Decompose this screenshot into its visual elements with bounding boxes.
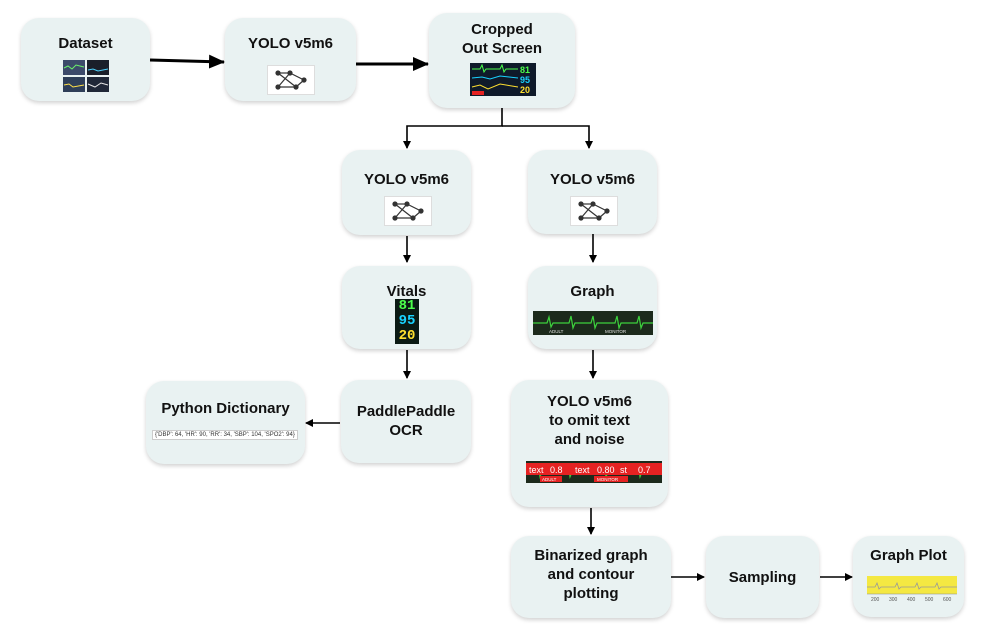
- ecg-graph-thumbnail: ADULT MONITOR: [533, 311, 653, 335]
- node-graph: Graph ADULT MONITOR: [528, 266, 657, 349]
- ecg-label-adult: ADULT: [549, 329, 564, 334]
- vital-value-spo2: 95: [398, 313, 416, 329]
- node-python-dictionary-label: Python Dictionary: [161, 400, 290, 417]
- graph-plot-thumbnail: 200 300 400 500 600: [867, 576, 957, 602]
- node-yolo-graph-detector: YOLO v5m6: [528, 150, 657, 234]
- node-graph-plot-label: Graph Plot: [870, 547, 947, 564]
- overlay-value-3: 0.7: [638, 465, 651, 475]
- node-graph-plot: Graph Plot 200 300 400 500 600: [853, 536, 964, 617]
- node-yolo-omit-label-1: YOLO v5m6: [546, 393, 633, 410]
- node-yolo-detector: YOLO v5m6: [225, 18, 356, 101]
- annotated-ecg-thumbnail: text 0.8 text 0.80 st 0.7 ADULT MONITOR: [526, 461, 662, 483]
- overlay-text-3: st: [620, 465, 628, 475]
- node-paddle-label-1: PaddlePaddle: [356, 403, 456, 420]
- node-binarized-graph: Binarized graph and contour plotting: [511, 536, 671, 618]
- neural-network-icon: [384, 196, 432, 226]
- vitals-readout: 81 95 20: [395, 299, 419, 344]
- overlay-label-monitor: MONITOR: [597, 477, 619, 482]
- overlay-text-1: text: [529, 465, 544, 475]
- neural-network-icon: [570, 196, 618, 226]
- node-yolo-vitals-label: YOLO v5m6: [363, 171, 450, 188]
- ecg-label-monitor: MONITOR: [605, 329, 627, 334]
- dataset-thumbnail: [63, 60, 109, 92]
- node-cropped-label-1: Cropped: [471, 21, 533, 38]
- node-yolo-omit-label-3: and noise: [554, 431, 625, 448]
- node-dataset: Dataset: [21, 18, 150, 101]
- node-yolo-omit-text: YOLO v5m6 to omit text and noise text 0.…: [511, 380, 668, 507]
- plot-tick-4: 600: [943, 597, 952, 602]
- node-yolo-vitals-detector: YOLO v5m6: [342, 150, 471, 235]
- node-graph-label: Graph: [570, 283, 615, 300]
- arrow-dataset-to-yolo: [149, 54, 225, 69]
- plot-tick-2: 400: [907, 597, 916, 602]
- svg-text:81: 81: [520, 65, 530, 75]
- plot-tick-1: 300: [889, 597, 898, 602]
- overlay-value-1: 0.8: [550, 465, 563, 475]
- svg-text:20: 20: [520, 85, 530, 95]
- dictionary-output: {'DBP': 64, 'HR': 90, 'RR': 34, 'SBP': 1…: [152, 430, 298, 440]
- plot-tick-3: 500: [925, 597, 934, 602]
- node-cropped-screen: Cropped Out Screen 81 95 20: [429, 13, 575, 108]
- arrow-cropped-split-right: [502, 125, 593, 149]
- neural-network-icon: [267, 65, 315, 95]
- node-yolo-detector-label: YOLO v5m6: [247, 35, 334, 52]
- node-binarized-label-2: and contour: [547, 566, 635, 583]
- node-yolo-graph-label: YOLO v5m6: [549, 171, 636, 188]
- node-dataset-label: Dataset: [58, 35, 113, 52]
- node-cropped-label-2: Out Screen: [461, 40, 543, 57]
- plot-tick-0: 200: [871, 597, 880, 602]
- arrow-cropped-split: [403, 108, 503, 149]
- node-paddle-ocr: PaddlePaddle OCR: [341, 380, 471, 463]
- node-vitals: Vitals 81 95 20: [342, 266, 471, 349]
- overlay-text-2: text: [575, 465, 590, 475]
- overlay-value-2: 0.80: [597, 465, 615, 475]
- monitor-screen-thumbnail: 81 95 20: [470, 63, 536, 96]
- node-paddle-label-2: OCR: [389, 422, 423, 439]
- node-sampling-label: Sampling: [728, 569, 797, 586]
- svg-text:95: 95: [520, 75, 530, 85]
- node-binarized-label-3: plotting: [563, 585, 619, 602]
- vital-value-rr: 20: [398, 328, 416, 344]
- node-yolo-omit-label-2: to omit text: [549, 412, 630, 429]
- node-python-dictionary: Python Dictionary {'DBP': 64, 'HR': 90, …: [146, 381, 305, 464]
- vital-value-hr: 81: [398, 298, 416, 314]
- node-vitals-label: Vitals: [386, 283, 427, 300]
- node-sampling: Sampling: [706, 536, 819, 618]
- node-binarized-label-1: Binarized graph: [534, 547, 648, 564]
- overlay-label-adult: ADULT: [542, 477, 557, 482]
